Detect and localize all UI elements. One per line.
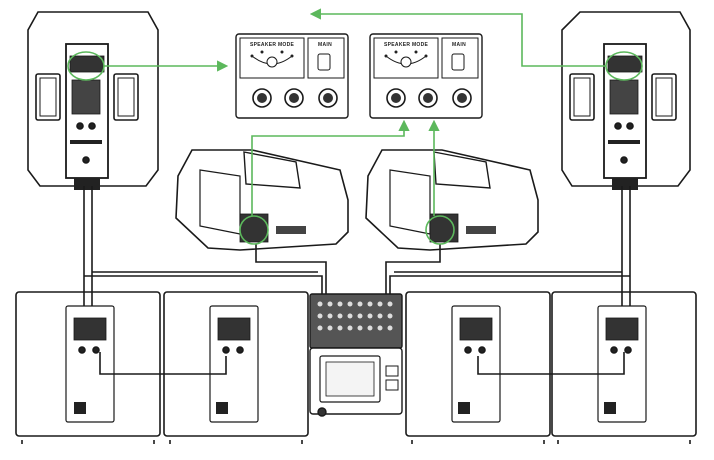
callouts bbox=[67, 8, 643, 245]
control-panel-right: SPEAKER MODE MAIN bbox=[369, 33, 483, 119]
top-speaker-right bbox=[561, 11, 691, 190]
cabling bbox=[83, 186, 631, 375]
speaker-mode-label: SPEAKER MODE bbox=[384, 42, 429, 48]
speaker-mode-label: SPEAKER MODE bbox=[250, 42, 295, 48]
subwoofer-2 bbox=[163, 291, 309, 444]
control-panel-left: SPEAKER MODE MAIN bbox=[235, 33, 349, 119]
floor-monitor-right bbox=[365, 149, 539, 251]
main-label: MAIN bbox=[318, 42, 332, 48]
main-label: MAIN bbox=[452, 42, 466, 48]
digital-mixer bbox=[309, 293, 403, 417]
subwoofer-1 bbox=[15, 291, 161, 444]
floor-monitor-left bbox=[175, 149, 349, 251]
top-speaker-left bbox=[27, 11, 159, 190]
